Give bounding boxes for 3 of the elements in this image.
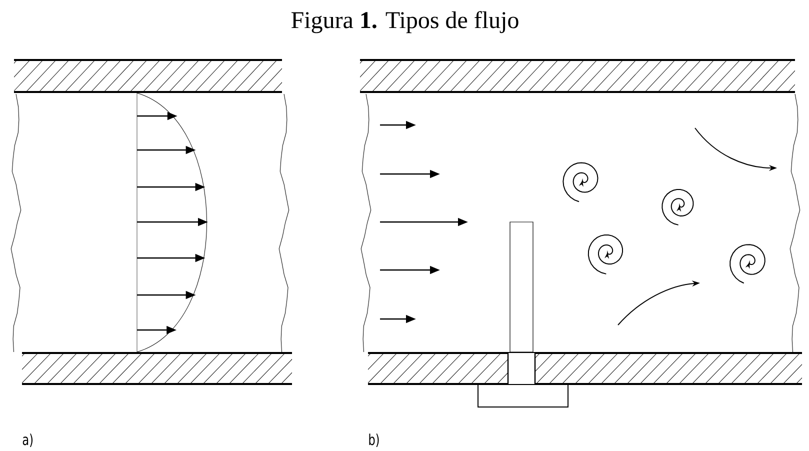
figure-title: Figura 1. Tipos de flujo	[291, 11, 518, 34]
panel-label: b)	[369, 434, 379, 447]
panel-label: a)	[22, 434, 33, 447]
